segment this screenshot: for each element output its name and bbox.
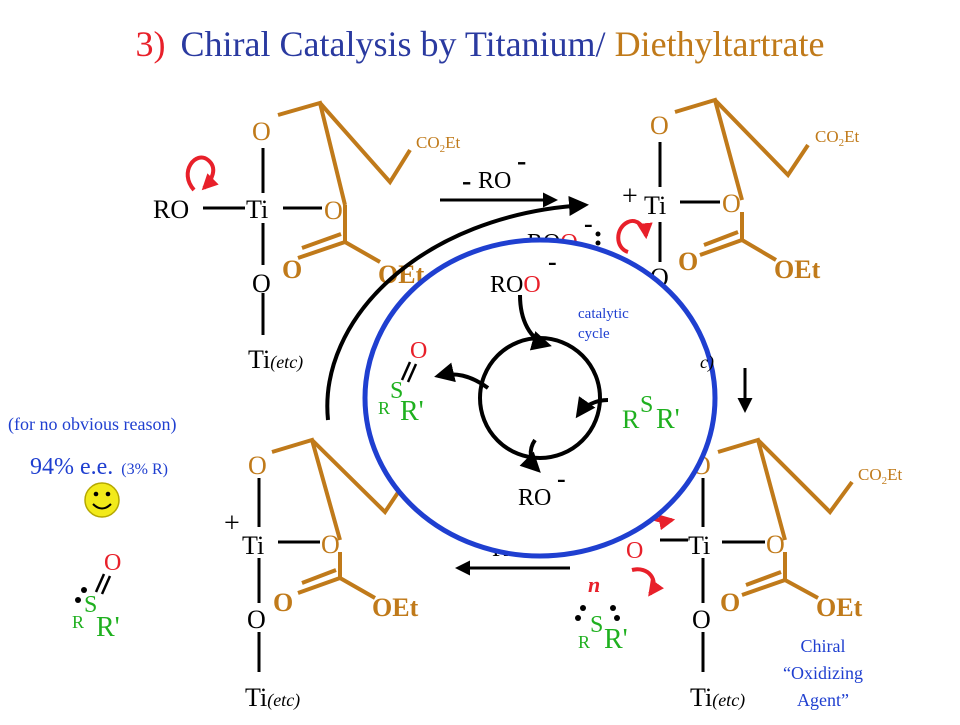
svg-text:OEt: OEt bbox=[816, 593, 863, 622]
svg-text:S: S bbox=[640, 392, 653, 418]
svg-text:Ti: Ti bbox=[242, 531, 264, 560]
complex-bottom-left: O + Ti O O O OEt Ti(etc) bbox=[224, 437, 419, 712]
svg-text:RO: RO bbox=[153, 195, 189, 224]
svg-text:cycle: cycle bbox=[578, 326, 610, 342]
svg-text:R: R bbox=[378, 398, 390, 418]
svg-text:94% e.e.(3% R): 94% e.e.(3% R) bbox=[30, 454, 168, 480]
svg-text:R': R' bbox=[656, 404, 680, 435]
svg-text:Ti: Ti bbox=[644, 191, 666, 220]
svg-text:Ti(etc): Ti(etc) bbox=[690, 683, 745, 712]
note-chiral-agent: Chiral “Oxidizing Agent” bbox=[783, 636, 863, 710]
svg-text:O: O bbox=[650, 111, 669, 140]
arrow-top: - RO - bbox=[440, 146, 558, 208]
svg-text:Ti(etc): Ti(etc) bbox=[245, 683, 300, 712]
svg-text:Agent”: Agent” bbox=[797, 690, 849, 710]
svg-text:O: O bbox=[248, 451, 267, 480]
svg-text:R': R' bbox=[400, 396, 424, 427]
svg-text:OEt: OEt bbox=[372, 593, 419, 622]
svg-text:OEt: OEt bbox=[774, 255, 821, 284]
svg-text:S: S bbox=[84, 592, 97, 618]
curved-arrow-icon bbox=[185, 155, 219, 192]
svg-text:n: n bbox=[588, 572, 600, 597]
page-title: 3) Chiral Catalysis by Titanium/ Diethyl… bbox=[136, 24, 825, 64]
svg-text:Ti(etc): Ti(etc) bbox=[248, 345, 303, 374]
svg-text:O: O bbox=[321, 530, 340, 559]
svg-text:c): c) bbox=[700, 352, 714, 373]
svg-text:“Oxidizing: “Oxidizing bbox=[783, 663, 863, 683]
svg-text:RO: RO bbox=[518, 485, 551, 511]
svg-text:O: O bbox=[252, 269, 271, 298]
svg-text:catalytic: catalytic bbox=[578, 306, 629, 322]
svg-text:O: O bbox=[720, 588, 740, 617]
svg-text:R: R bbox=[72, 612, 84, 632]
svg-text:O: O bbox=[692, 605, 711, 634]
svg-text:-: - bbox=[517, 146, 526, 177]
svg-text:O: O bbox=[252, 117, 271, 146]
svg-text:O: O bbox=[626, 538, 643, 564]
svg-text:O: O bbox=[678, 247, 698, 276]
svg-text:O: O bbox=[104, 550, 121, 576]
svg-text:CO2Et: CO2Et bbox=[858, 465, 903, 487]
notes-left: (for no obvious reason) 94% e.e.(3% R) O… bbox=[8, 414, 176, 643]
svg-text:O: O bbox=[766, 530, 785, 559]
svg-text:Ti: Ti bbox=[246, 195, 268, 224]
cycle-ring bbox=[362, 237, 718, 559]
svg-text:O: O bbox=[273, 588, 293, 617]
svg-text:O: O bbox=[247, 605, 266, 634]
catalytic-cycle: ROO - catalytic cycle RO - O S R R' R S … bbox=[362, 237, 718, 559]
svg-text:-: - bbox=[462, 166, 471, 197]
svg-text:O: O bbox=[722, 189, 741, 218]
svg-text:CO2Et: CO2Et bbox=[815, 127, 860, 149]
svg-text:RO: RO bbox=[478, 168, 511, 194]
complex-top-left: O Ti RO O O O OEt CO2Et Ti(etc) bbox=[153, 100, 461, 374]
svg-text:S: S bbox=[590, 612, 603, 638]
svg-text:(for no obvious reason): (for no obvious reason) bbox=[8, 414, 176, 435]
svg-text:R': R' bbox=[604, 624, 628, 655]
svg-text:Ti: Ti bbox=[688, 531, 710, 560]
svg-text:O: O bbox=[410, 338, 427, 364]
svg-text:O: O bbox=[282, 255, 302, 284]
svg-text:R': R' bbox=[96, 612, 120, 643]
svg-text:-: - bbox=[584, 209, 593, 238]
svg-text:+: + bbox=[622, 181, 638, 212]
svg-text:R: R bbox=[578, 632, 590, 652]
svg-text:Chiral: Chiral bbox=[801, 636, 846, 656]
return-curved-arrow bbox=[325, 195, 589, 421]
svg-text:CO2Et: CO2Et bbox=[416, 133, 461, 155]
svg-text:+: + bbox=[224, 508, 240, 539]
svg-text:S: S bbox=[390, 378, 403, 404]
svg-text:-: - bbox=[557, 464, 566, 493]
svg-text:O: O bbox=[324, 196, 343, 225]
svg-text:ROO: ROO bbox=[490, 272, 541, 298]
smiley-icon bbox=[84, 482, 120, 518]
svg-text:-: - bbox=[548, 247, 557, 276]
svg-text:R: R bbox=[622, 405, 640, 434]
complex-top-right: O + Ti O O O OEt CO2Et ROO - bbox=[527, 97, 860, 292]
